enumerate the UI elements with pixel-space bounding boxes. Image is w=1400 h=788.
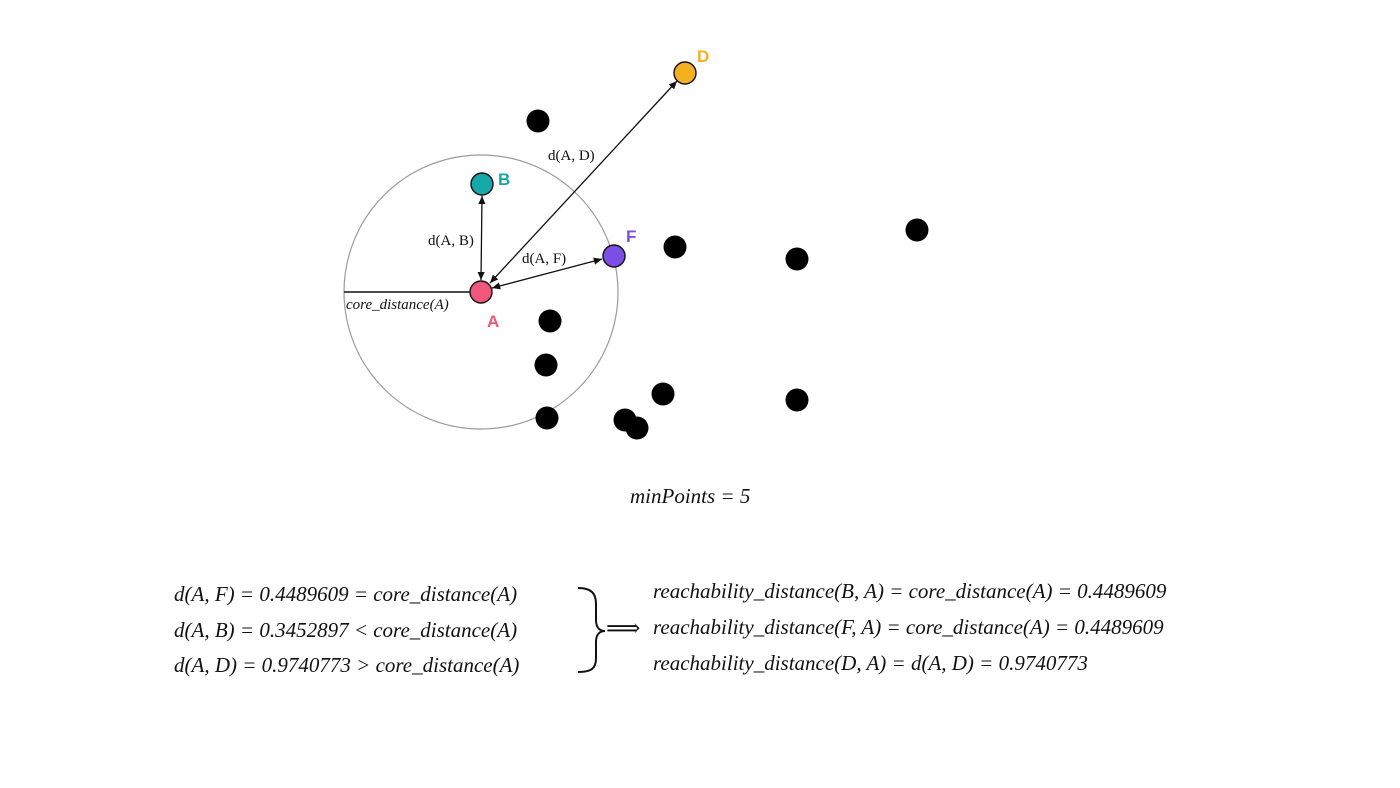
equation-left: d(A, F) = 0.4489609 = core_distance(A) <box>174 582 517 606</box>
data-point <box>905 218 929 242</box>
other-points <box>526 109 929 440</box>
label-core-distance: core_distance(A) <box>346 297 449 313</box>
implies-arrow: ⟹ <box>606 616 640 642</box>
point-f <box>602 244 626 268</box>
label-d-a-d: d(A, D) <box>548 148 595 164</box>
data-point <box>625 416 649 440</box>
left-equations: d(A, F) = 0.4489609 = core_distance(A) d… <box>174 582 519 677</box>
min-points-label: minPoints = 5 <box>630 484 750 508</box>
right-curly-brace <box>577 587 606 673</box>
point-f-label: F <box>626 227 636 246</box>
data-point <box>535 406 559 430</box>
point-d-label: D <box>697 47 709 66</box>
equation-right: reachability_distance(F, A) = core_dista… <box>653 615 1164 639</box>
data-point <box>785 247 809 271</box>
equation-left: d(A, D) = 0.9740773 > core_distance(A) <box>174 653 519 677</box>
data-point <box>534 353 558 377</box>
point-b-label: B <box>498 170 510 189</box>
point-d <box>673 61 697 85</box>
arrow-a-b <box>477 195 486 281</box>
point-a-label: A <box>487 312 499 331</box>
data-point <box>663 235 687 259</box>
data-point <box>785 388 809 412</box>
label-d-a-f: d(A, F) <box>522 251 566 267</box>
arrow-a-d <box>489 80 678 284</box>
right-equations: reachability_distance(B, A) = core_dista… <box>653 579 1167 675</box>
equation-left: d(A, B) = 0.3452897 < core_distance(A) <box>174 618 517 642</box>
point-a <box>469 280 493 304</box>
label-d-a-b: d(A, B) <box>428 233 474 249</box>
data-point <box>651 382 675 406</box>
equation-right: reachability_distance(D, A) = d(A, D) = … <box>653 651 1088 675</box>
point-b <box>470 172 494 196</box>
data-point <box>526 109 550 133</box>
data-point <box>538 309 562 333</box>
equation-right: reachability_distance(B, A) = core_dista… <box>653 579 1167 603</box>
